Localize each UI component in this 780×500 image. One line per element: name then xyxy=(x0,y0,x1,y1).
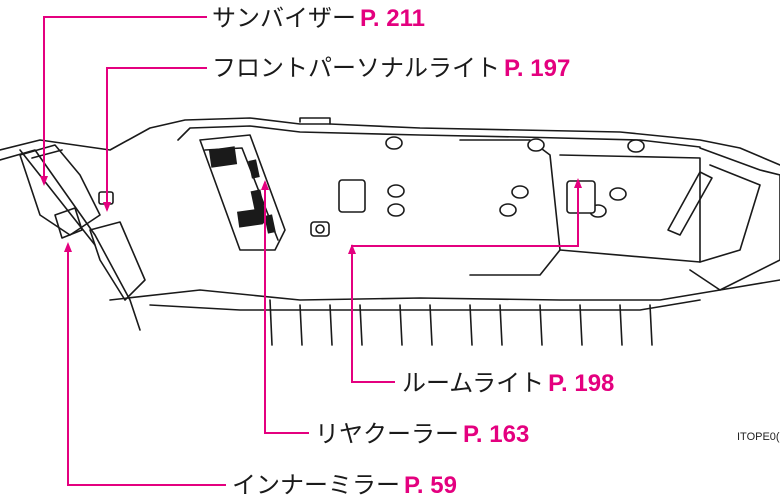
ceiling-lower-edge xyxy=(109,279,780,301)
leader-sun-visor xyxy=(43,16,207,183)
leader-room-light xyxy=(351,180,579,383)
air-outlet xyxy=(511,185,529,199)
room-light-front xyxy=(338,179,366,213)
callout-label: ルームライト xyxy=(402,369,545,397)
callout-label: サンバイザー xyxy=(212,4,356,32)
inner-mirror xyxy=(54,207,83,239)
left-pillar xyxy=(0,149,141,331)
page-reference-link[interactable]: P. 163 xyxy=(463,421,530,448)
leader-inner-mirror xyxy=(67,245,226,486)
callout-label: フロントパーソナルライト xyxy=(212,54,500,82)
console-strip xyxy=(199,134,286,251)
roof-outline xyxy=(0,117,780,166)
right-side-panel xyxy=(689,147,780,291)
front-vent-upper xyxy=(208,146,238,168)
sun-visor xyxy=(19,144,101,236)
air-outlet xyxy=(385,136,403,150)
rear-cooler-vent xyxy=(250,189,268,225)
leader-rear-cooler xyxy=(264,183,309,434)
air-outlet xyxy=(387,203,405,217)
figure-code: ITOPE0( xyxy=(737,431,780,443)
air-outlet xyxy=(627,139,645,153)
callout-label: インナーミラー xyxy=(232,471,400,499)
callout-label: リヤクーラー xyxy=(315,420,459,448)
roof-outline-inner xyxy=(177,125,701,148)
page-reference-link[interactable]: P. 59 xyxy=(404,472,457,499)
air-outlet xyxy=(499,203,517,217)
page-reference-link[interactable]: P. 197 xyxy=(504,55,571,82)
page-reference-link[interactable]: P. 198 xyxy=(548,370,615,397)
page-reference-link[interactable]: P. 211 xyxy=(360,5,425,32)
air-outlet xyxy=(527,138,545,152)
room-light-rear xyxy=(566,180,596,214)
air-outlet xyxy=(387,184,405,198)
leader-front-personal-light xyxy=(106,67,207,210)
air-outlet xyxy=(609,187,627,201)
